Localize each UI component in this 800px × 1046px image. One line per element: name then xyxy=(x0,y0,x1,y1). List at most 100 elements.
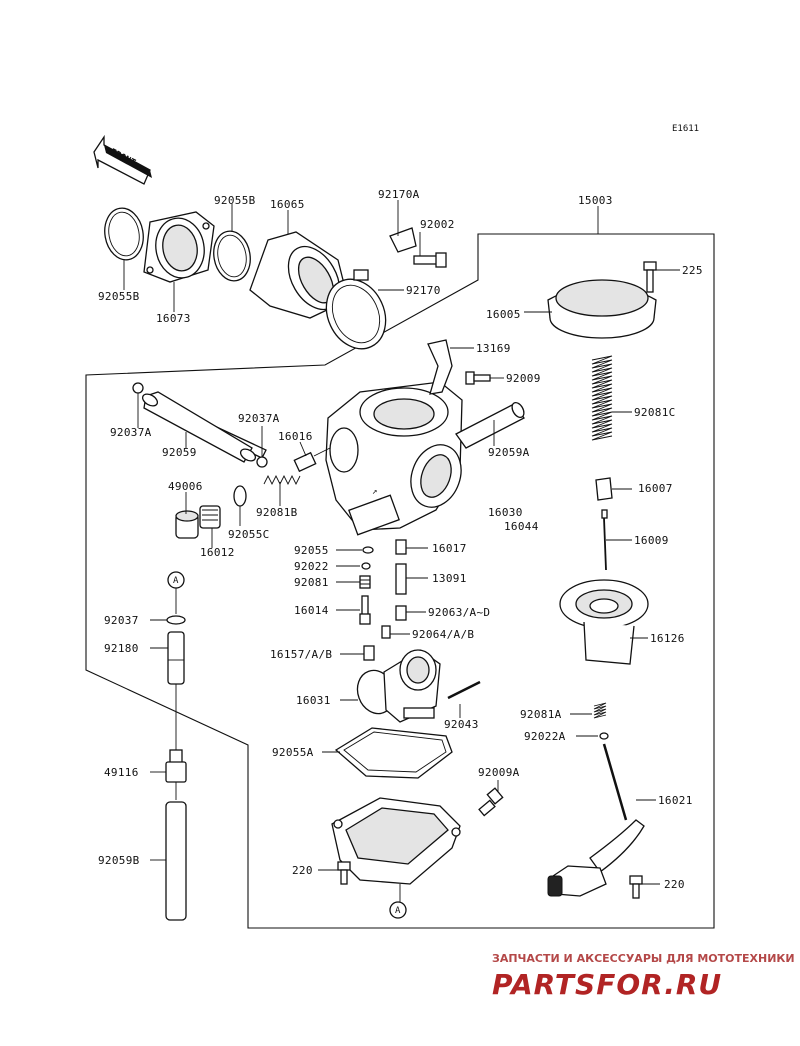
ref-a-top: A xyxy=(167,571,185,614)
insulator-16073 xyxy=(143,211,215,312)
label-92009a: 92009A xyxy=(478,766,520,779)
jet-92064 xyxy=(381,625,410,639)
spring-92081b xyxy=(263,474,301,506)
cable-16021 xyxy=(547,743,656,897)
clamp-92170 xyxy=(325,269,404,350)
pipe-92180 xyxy=(150,631,185,750)
label-92002: 92002 xyxy=(420,218,455,231)
label-16065: 16065 xyxy=(270,198,305,211)
holder-16031 xyxy=(340,649,441,723)
body-arrow-mark: ↗ xyxy=(372,487,377,497)
spring-92081 xyxy=(336,575,371,589)
valve-16012 xyxy=(199,505,221,548)
label-220-right: 220 xyxy=(664,878,685,891)
throttle-lever-13169 xyxy=(427,339,474,395)
label-92009: 92009 xyxy=(506,372,541,385)
holder-16007 xyxy=(595,477,632,501)
label-92055a: 92055A xyxy=(272,746,314,759)
spring-92081c xyxy=(591,355,632,441)
screw-225 xyxy=(643,261,680,293)
label-220-left: 220 xyxy=(292,864,313,877)
ref-a-top-label: A xyxy=(173,576,179,586)
o-ring-92055b-left xyxy=(104,207,144,290)
label-16073: 16073 xyxy=(156,312,191,325)
label-16021: 16021 xyxy=(658,794,693,807)
label-16016: 16016 xyxy=(278,430,313,443)
jet-needle-16009 xyxy=(601,509,632,571)
label-92059b: 92059B xyxy=(98,854,140,867)
o-ring-92055b-right xyxy=(213,204,251,282)
float-chamber xyxy=(331,797,461,904)
label-92063: 92063/A~D xyxy=(428,606,490,619)
label-92055: 92055 xyxy=(294,544,329,557)
label-15003: 15003 xyxy=(578,194,613,207)
label-16009: 16009 xyxy=(634,534,669,547)
label-92170a: 92170A xyxy=(378,188,420,201)
label-92022a: 92022A xyxy=(524,730,566,743)
cap-49006 xyxy=(175,492,199,539)
assembly-frame xyxy=(85,206,715,929)
label-92022: 92022 xyxy=(294,560,329,573)
label-225: 225 xyxy=(682,264,703,277)
tube-92059b xyxy=(150,801,187,921)
diaphragm-16126 xyxy=(559,579,649,665)
tube-92059a xyxy=(455,401,525,449)
washer-92022 xyxy=(336,562,371,570)
label-16126: 16126 xyxy=(650,632,685,645)
label-16005: 16005 xyxy=(486,308,521,321)
label-92180: 92180 xyxy=(104,642,139,655)
label-49006: 49006 xyxy=(168,480,203,493)
label-16157: 16157/A/B xyxy=(270,648,332,661)
jet-16157 xyxy=(340,645,375,661)
ref-a-bottom-label: A xyxy=(395,906,401,916)
front-arrow-icon: FRONT xyxy=(93,134,152,185)
label-16030: 16030 xyxy=(488,506,523,519)
label-16014: 16014 xyxy=(294,604,329,617)
label-92081c: 92081C xyxy=(634,406,676,419)
label-92064: 92064/A/B xyxy=(412,628,474,641)
clip-92037a-left xyxy=(132,382,144,428)
clip-92037a-mid xyxy=(256,426,268,468)
carburetor-body-15003: ↗ xyxy=(325,381,463,536)
diagram-code: E1611 xyxy=(672,124,699,134)
ref-a-bottom: A xyxy=(389,901,407,919)
label-13169: 13169 xyxy=(476,342,511,355)
o-ring-92055c xyxy=(233,485,247,526)
label-92081b: 92081B xyxy=(256,506,298,519)
o-ring-92055 xyxy=(336,546,374,554)
pilot-screw-16016 xyxy=(293,441,331,473)
label-92081a: 92081A xyxy=(520,708,562,721)
screw-220-left xyxy=(318,861,351,885)
label-49116: 49116 xyxy=(104,766,139,779)
washer-92022a xyxy=(576,732,609,740)
fitting-49116 xyxy=(150,749,187,800)
label-92037a-left: 92037A xyxy=(110,426,152,439)
label-92055c: 92055C xyxy=(228,528,270,541)
jet-92063 xyxy=(395,605,426,621)
gasket-92055a xyxy=(322,727,453,779)
label-92170: 92170 xyxy=(406,284,441,297)
label-16012: 16012 xyxy=(200,546,235,559)
pipe-13091 xyxy=(395,563,428,595)
label-92037: 92037 xyxy=(104,614,139,627)
label-16007: 16007 xyxy=(638,482,673,495)
label-16031: 16031 xyxy=(296,694,331,707)
label-92081: 92081 xyxy=(294,576,329,589)
watermark-tagline: ЗАПЧАСТИ И АКСЕССУАРЫ ДЛЯ МОТОТЕХНИКИ xyxy=(492,952,795,965)
label-92059: 92059 xyxy=(162,446,197,459)
screw-92009 xyxy=(465,371,504,385)
top-cover-16005 xyxy=(524,279,657,339)
bracket-92170a xyxy=(389,200,417,253)
bolt-92002 xyxy=(413,232,447,268)
clip-92037 xyxy=(150,615,186,625)
watermark-logo: PARTSFOR.RU xyxy=(492,968,722,1001)
screw-220-right xyxy=(629,875,660,899)
screw-16014 xyxy=(336,595,371,625)
label-92037a-mid: 92037A xyxy=(238,412,280,425)
label-92059a: 92059A xyxy=(488,446,530,459)
intake-holder-16065 xyxy=(249,210,349,319)
label-92043: 92043 xyxy=(444,718,479,731)
nozzle-16017 xyxy=(395,539,428,555)
label-16017: 16017 xyxy=(432,542,467,555)
